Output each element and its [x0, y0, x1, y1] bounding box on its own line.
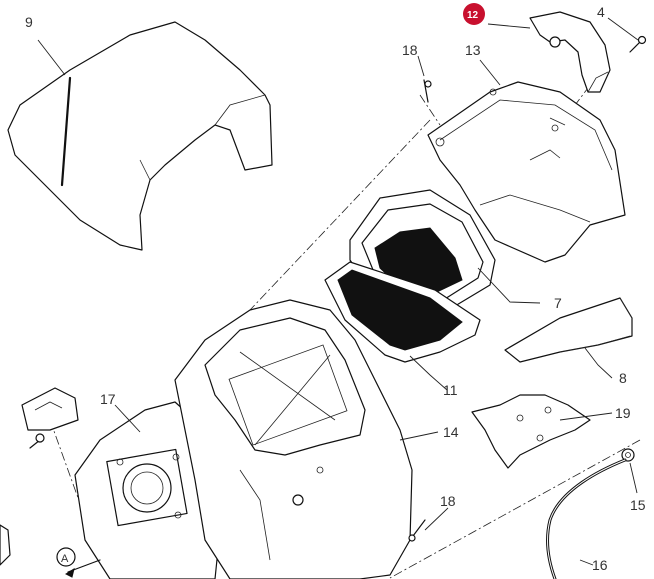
- label-14: 14: [443, 424, 459, 440]
- badge-circle: [463, 3, 485, 25]
- callout-labels: 9 12 4 18 13 7 8 11 17 14 19 15 18 16 A: [25, 4, 646, 573]
- part-12-badge: [463, 3, 485, 25]
- part-19-bracket: [471, 394, 591, 469]
- part-8-wedge: [504, 297, 633, 363]
- left-clip-bracket: [21, 387, 79, 449]
- label-18-top: 18: [402, 42, 418, 58]
- part-14-main-airbox: [174, 299, 413, 579]
- part-12-duct: [529, 11, 611, 93]
- label-18-bottom: 18: [440, 493, 456, 509]
- part-18-screw-bottom: [408, 519, 426, 542]
- part-11-filter: [324, 261, 481, 363]
- edge-part-left: [0, 524, 11, 566]
- label-9: 9: [25, 14, 33, 30]
- label-4: 4: [597, 4, 605, 20]
- part-15-grommet: [621, 448, 635, 462]
- label-17: 17: [100, 391, 116, 407]
- reference-a-marker: [56, 547, 101, 578]
- label-8: 8: [619, 370, 627, 386]
- part-13-airbox-lid: [427, 81, 626, 263]
- part-4-screw: [629, 35, 647, 53]
- part-17-housing: [74, 401, 221, 579]
- label-16: 16: [592, 557, 608, 573]
- part-16-hose: [546, 458, 627, 579]
- label-15: 15: [630, 497, 646, 513]
- label-19: 19: [615, 405, 631, 421]
- part-18-screw-top: [423, 79, 432, 103]
- label-ref-a: A: [61, 553, 69, 565]
- leader-lines: [37, 17, 639, 566]
- label-13: 13: [465, 42, 481, 58]
- label-7: 7: [554, 295, 562, 311]
- label-12: 12: [467, 10, 479, 21]
- part-9-cover: [7, 21, 273, 251]
- label-11: 11: [443, 382, 458, 398]
